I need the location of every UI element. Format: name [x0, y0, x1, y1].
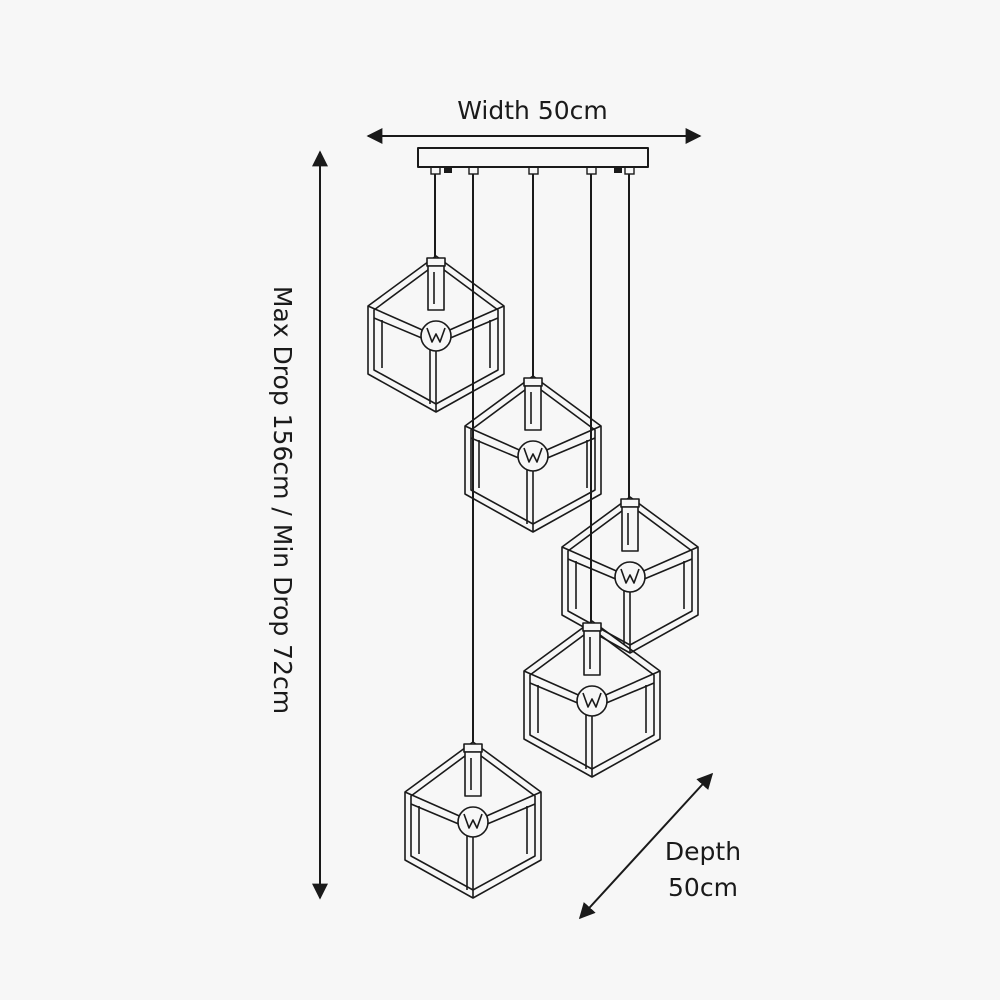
- depth-label-line1: Depth: [664, 837, 742, 866]
- pendant-cage-5: [404, 741, 542, 899]
- drop-label: Max Drop 156cm / Min Drop 72cm: [268, 285, 297, 715]
- depth-label: Depth 50cm: [648, 834, 758, 906]
- pendant-cage-2: [464, 375, 602, 533]
- width-label: Width 50cm: [457, 96, 608, 125]
- pendant-cage-4: [523, 620, 661, 778]
- pendant-cage-1: [367, 255, 505, 413]
- pendant-cages: [367, 255, 699, 899]
- suspension-cables: [434, 174, 630, 742]
- depth-label-line2: 50cm: [668, 873, 738, 902]
- pendant-cage-3: [561, 496, 699, 654]
- ceiling-plate: [417, 147, 649, 175]
- depth-arrow: [578, 772, 714, 920]
